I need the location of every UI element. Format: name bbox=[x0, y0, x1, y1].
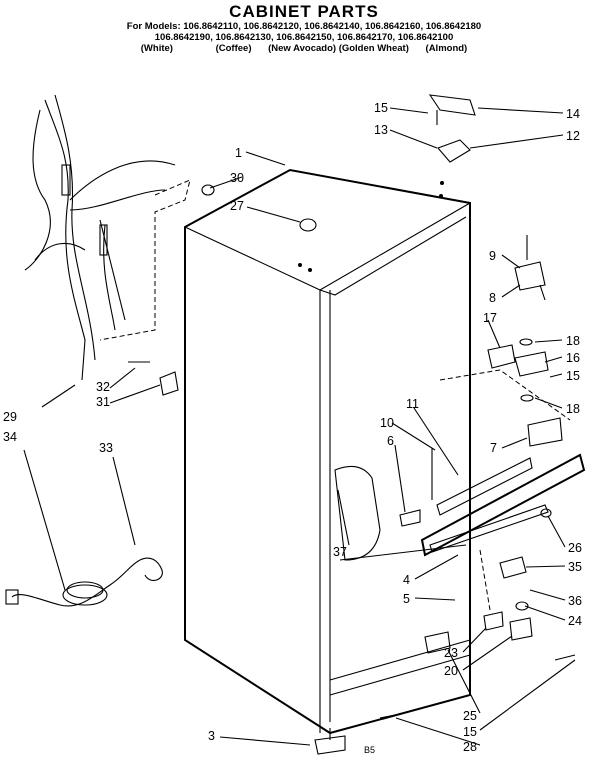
power-cord bbox=[5, 557, 163, 607]
small-parts bbox=[128, 94, 586, 755]
callout-23: 23 bbox=[444, 646, 458, 660]
model-list: For Models: 106.8642110, 106.8642120, 10… bbox=[0, 21, 608, 54]
callout-36: 36 bbox=[568, 594, 582, 608]
color-almond: (Almond) bbox=[425, 43, 468, 54]
callout-25: 25 bbox=[463, 709, 477, 723]
callout-18b: 18 bbox=[566, 402, 580, 416]
callout-13: 13 bbox=[374, 123, 388, 137]
wiring-harness bbox=[24, 94, 191, 381]
callout-5: 5 bbox=[403, 592, 410, 606]
callout-32: 32 bbox=[96, 380, 110, 394]
callout-8: 8 bbox=[489, 291, 496, 305]
cabinet-body bbox=[184, 168, 471, 735]
callout-33: 33 bbox=[99, 441, 113, 455]
callout-35: 35 bbox=[568, 560, 582, 574]
callout-15b: 15 bbox=[566, 369, 580, 383]
diagram-title: CABINET PARTS bbox=[229, 2, 379, 21]
model-line-2: 106.8642190, 106.8642130, 106.8642150, 1… bbox=[154, 32, 454, 43]
callout-3: 3 bbox=[208, 729, 215, 743]
color-golden-wheat: (Golden Wheat) bbox=[338, 43, 409, 54]
callout-29: 29 bbox=[3, 410, 17, 424]
model-line-1: For Models: 106.8642110, 106.8642120, 10… bbox=[126, 21, 482, 32]
color-coffee: (Coffee) bbox=[215, 43, 252, 54]
callout-34: 34 bbox=[3, 430, 17, 444]
callout-24: 24 bbox=[568, 614, 582, 628]
callout-26: 26 bbox=[568, 541, 582, 555]
leader-lines bbox=[23, 107, 576, 746]
callout-20: 20 bbox=[444, 664, 458, 678]
callout-6: 6 bbox=[387, 434, 394, 448]
callout-28: 28 bbox=[463, 740, 477, 754]
drawing-code: B5 bbox=[364, 745, 376, 755]
callout-12: 12 bbox=[566, 129, 580, 143]
callout-14: 14 bbox=[566, 107, 580, 121]
callout-16: 16 bbox=[566, 351, 580, 365]
color-list: (White) (Coffee) (New Avocado) (Golden W… bbox=[0, 43, 608, 54]
callout-15c: 15 bbox=[463, 725, 477, 739]
color-new-avocado: (New Avocado) bbox=[268, 43, 337, 54]
callout-10: 10 bbox=[380, 416, 394, 430]
callout-9: 9 bbox=[489, 249, 496, 263]
callout-7: 7 bbox=[490, 441, 497, 455]
callout-27: 27 bbox=[230, 199, 244, 213]
callout-18: 18 bbox=[566, 334, 580, 348]
callout-15: 15 bbox=[374, 101, 388, 115]
callout-1: 1 bbox=[235, 146, 242, 160]
callout-labels: 1 30 27 15 13 14 12 9 8 17 18 16 15 18 7… bbox=[3, 101, 582, 754]
callout-11: 11 bbox=[406, 397, 419, 411]
callout-30: 30 bbox=[230, 171, 244, 185]
color-white: (White) bbox=[140, 43, 173, 54]
callout-37: 37 bbox=[333, 545, 347, 559]
callout-31: 31 bbox=[96, 395, 110, 409]
callout-17: 17 bbox=[483, 311, 497, 325]
callout-4: 4 bbox=[403, 573, 410, 587]
